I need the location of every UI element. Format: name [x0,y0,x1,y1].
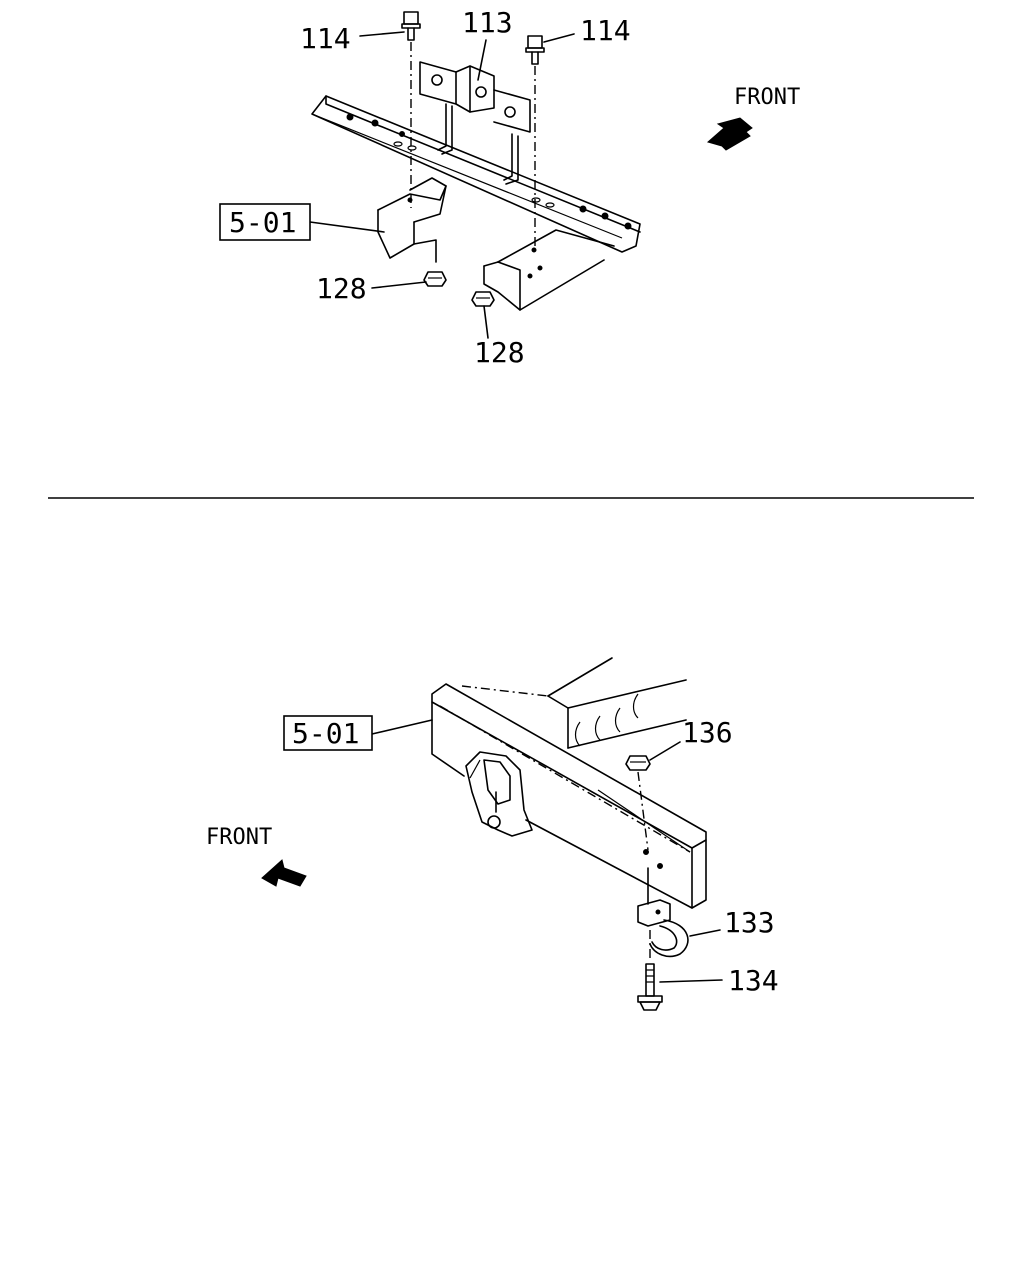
front-arrow-bottom-icon [261,859,307,887]
leader-5-01-top [309,221,385,233]
reference-box-top [219,203,311,241]
reference-box-bottom [283,715,373,751]
callout-134: 134 [728,964,779,997]
bolt-114-left [401,11,421,41]
leader-136 [649,741,681,761]
bolt-114-right [525,35,545,65]
front-arrow-top-icon [706,117,753,151]
top-assembly: 114 113 114 5-01 128 128 FRONT [219,6,800,369]
leader-5-01-bottom [371,719,433,735]
leader-128-bottom [483,305,489,339]
bottom-assembly: 5-01 136 133 134 FRONT [206,657,779,1011]
crossmember-left [377,177,447,263]
leader-134 [659,979,723,983]
callout-128-left: 128 [316,272,367,305]
callout-128-bottom: 128 [474,336,525,369]
nut-136-axis [637,771,649,851]
leader-113 [477,39,487,81]
callout-113: 113 [462,6,513,39]
reference-5-01-bottom: 5-01 [292,717,359,750]
nut-136 [625,755,651,771]
leader-114-left [359,31,405,37]
callout-136: 136 [682,716,733,749]
front-label-bottom: FRONT [206,825,272,850]
crossmember-right [483,229,615,311]
leader-133 [689,929,721,937]
front-label-top: FRONT [734,85,800,110]
nut-128-bottom [471,291,495,307]
bolt-134 [637,963,663,1011]
tow-hook-133 [637,899,689,958]
callout-114-right: 114 [580,14,631,47]
reference-5-01-top: 5-01 [229,206,296,239]
nut-128-left [423,271,447,287]
leader-128-left [371,281,427,289]
front-hook-bracket [465,751,533,837]
callout-133: 133 [724,906,775,939]
leader-114-right [543,33,575,43]
frame-member [431,683,707,909]
side-rail [461,657,687,749]
callout-114-left: 114 [300,22,351,55]
bracket-113 [419,61,531,185]
frame-rail [311,95,641,253]
